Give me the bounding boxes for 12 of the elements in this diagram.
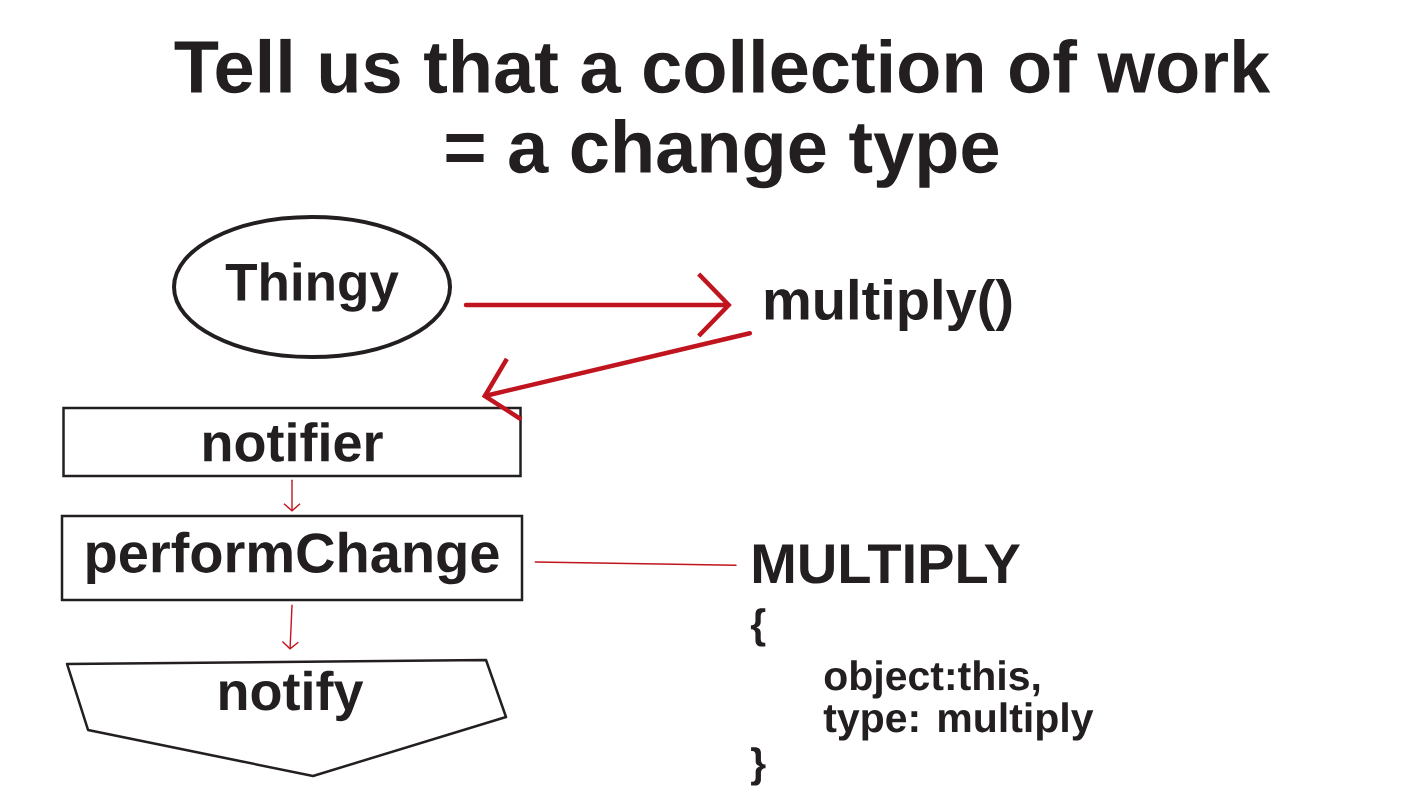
process-box: performChange [60,514,524,602]
chevron-box: notify [65,658,508,778]
method-name: multiply() [765,278,1012,332]
title: Tell us that a collection of work = a change type [174,38,1271,189]
ellipse-node: Thingy [172,215,452,359]
arrow [281,604,300,650]
arrow [481,331,753,422]
arrow [283,479,301,512]
arrow [463,272,732,338]
code-text: MULTIPLY { object:this, type: multiply } [750,544,1094,786]
process-box: notifier [62,406,522,478]
connector-line [534,561,737,566]
